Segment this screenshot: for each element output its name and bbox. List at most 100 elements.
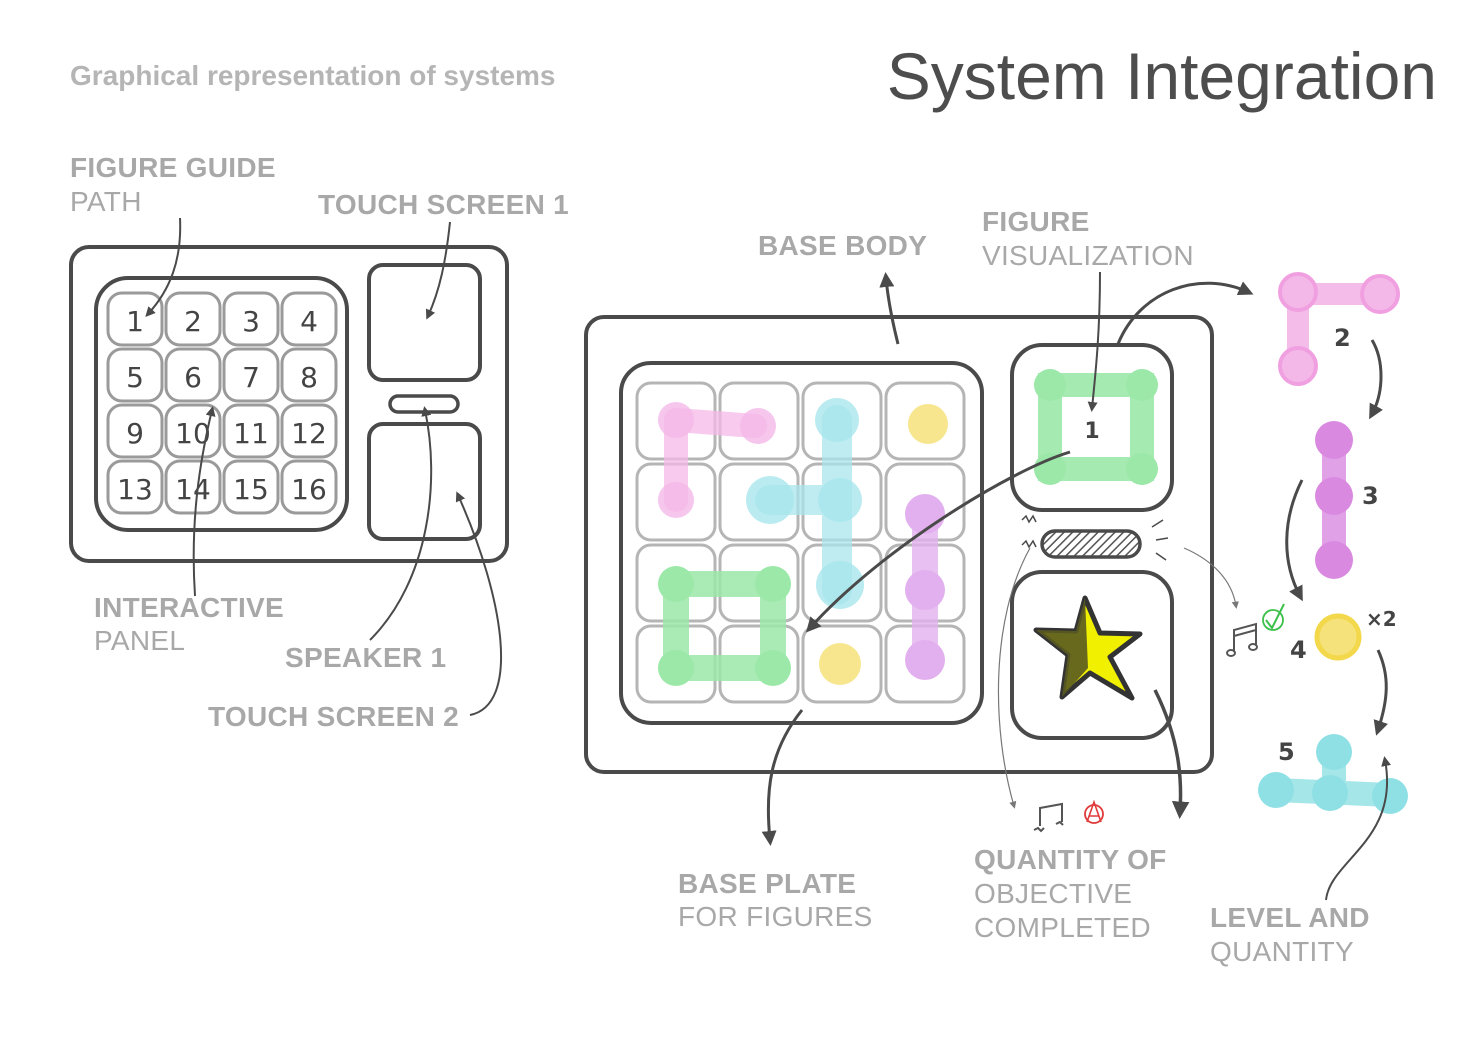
- interactive-panel-arrow: [192, 406, 216, 597]
- left-device-body: [69, 245, 509, 563]
- panel-cell-number: 12: [291, 417, 327, 450]
- sound-lines: [1021, 514, 1169, 561]
- panel-cell[interactable]: [164, 291, 222, 347]
- panel-cell[interactable]: [164, 347, 222, 403]
- level-3-figure: [1315, 421, 1353, 579]
- level-5-figure: [1258, 734, 1408, 814]
- quantity-objective-label: QUANTITY OF: [974, 844, 1167, 875]
- panel-cell[interactable]: [222, 403, 280, 459]
- panel-cell-number: 3: [242, 305, 260, 338]
- panel-cell-number: 15: [233, 473, 269, 506]
- base-plate-label: BASE PLATE: [678, 868, 857, 899]
- figure-guide-sublabel: PATH: [70, 186, 142, 217]
- level-quantity-label: LEVEL AND: [1210, 902, 1370, 933]
- visualized-green-figure: [1034, 369, 1158, 485]
- broken-music-note-icon: [1033, 802, 1064, 833]
- panel-cell-number: 13: [117, 473, 153, 506]
- level-sequence: 2 3 4 ×2 5: [1033, 272, 1408, 901]
- quantity-arrow: [1153, 689, 1190, 819]
- touch-screen-2-arrow: [455, 491, 503, 716]
- checkmark-icon: [1262, 603, 1285, 631]
- touch-screen-1-label: TOUCH SCREEN 1: [318, 189, 570, 220]
- panel-cell[interactable]: [280, 459, 338, 515]
- panel-cell[interactable]: [222, 291, 280, 347]
- to-level-arrow: [1116, 281, 1254, 345]
- star-icon: [1033, 595, 1143, 701]
- figure-visualization-arrow: [1087, 271, 1101, 412]
- panel-cell[interactable]: [280, 403, 338, 459]
- panel-cell-number: 1: [126, 305, 144, 338]
- speaker-arrow: [369, 406, 433, 641]
- right-device: 1: [584, 271, 1254, 846]
- yellow-dot-top: [908, 404, 948, 444]
- figure-guide-arrow: [145, 217, 182, 317]
- music-note-icon: [1226, 622, 1258, 657]
- panel-cell[interactable]: [164, 459, 222, 515]
- interactive-panel-label: INTERACTIVE: [94, 592, 284, 623]
- figure-visualization-sublabel: VISUALIZATION: [982, 240, 1194, 271]
- figure-number: 1: [1084, 419, 1099, 444]
- yellow-dot-bottom: [819, 643, 861, 685]
- objective-screen: [1010, 570, 1174, 740]
- panel-cell-number: 10: [175, 417, 211, 450]
- speaker-2: [1040, 529, 1142, 559]
- level-3-to-4-arrow: [1285, 479, 1304, 602]
- green-figure: [658, 566, 791, 686]
- level-quantity-arrow: [1325, 756, 1392, 901]
- base-body: [584, 315, 1214, 774]
- sound-success-arrow: [1183, 547, 1239, 609]
- interactive-panel: [94, 276, 349, 532]
- base-plate-sublabel: FOR FIGURES: [678, 901, 873, 932]
- plate-cell: [884, 381, 966, 461]
- cyan-figure: [746, 398, 864, 609]
- panel-cell[interactable]: [106, 459, 164, 515]
- level-2-number: 2: [1334, 324, 1351, 352]
- panel-cell[interactable]: [222, 459, 280, 515]
- panel-cell[interactable]: [222, 347, 280, 403]
- touch-screen-1: [367, 263, 482, 382]
- panel-cell-number: 7: [242, 361, 260, 394]
- touch-screen-1-arrow: [425, 221, 451, 320]
- level-5-number: 5: [1278, 738, 1295, 766]
- panel-cell[interactable]: [106, 403, 164, 459]
- speaker-1: [388, 394, 460, 414]
- panel-cell-number: 5: [126, 361, 144, 394]
- no-symbol-icon: [1084, 799, 1104, 824]
- panel-cell[interactable]: [106, 347, 164, 403]
- panel-cell-number: 14: [175, 473, 211, 506]
- panel-cell[interactable]: [280, 347, 338, 403]
- panel-cell-number: 8: [300, 361, 318, 394]
- figure-visualization-label: FIGURE: [982, 206, 1090, 237]
- speaker-1-label: SPEAKER 1: [285, 642, 447, 673]
- level-4-multiplier: ×2: [1366, 607, 1397, 631]
- level-4-to-5-arrow: [1373, 649, 1388, 736]
- quantity-objective-sublabel-1: OBJECTIVE: [974, 878, 1133, 909]
- subtitle: Graphical representation of systems: [70, 60, 556, 91]
- base-body-arrow: [879, 272, 900, 345]
- figure-guide-label: FIGURE GUIDE: [70, 152, 276, 183]
- interactive-panel-sublabel: PANEL: [94, 625, 186, 656]
- level-2-figure: [1278, 272, 1400, 386]
- base-plate-arrow: [761, 709, 804, 846]
- base-plate: [619, 361, 984, 725]
- plate-cell: [801, 624, 883, 704]
- panel-cell-number: 16: [291, 473, 327, 506]
- panel-cell-number: 6: [184, 361, 202, 394]
- panel-cell[interactable]: [280, 291, 338, 347]
- level-4-number: 4: [1290, 636, 1307, 664]
- pink-figure: [658, 402, 776, 518]
- sound-fail-arrow: [997, 547, 1031, 809]
- panel-cell-number: 4: [300, 305, 318, 338]
- panel-cell[interactable]: [106, 291, 164, 347]
- level-3-number: 3: [1362, 482, 1379, 510]
- panel-cell-number: 9: [126, 417, 144, 450]
- panel-cell-number: 11: [233, 417, 269, 450]
- figure-to-plate-arrow: [805, 450, 1071, 633]
- panel-cell[interactable]: [164, 403, 222, 459]
- level-quantity-sublabel: QUANTITY: [1210, 936, 1354, 967]
- figure-visualization-screen: [1010, 343, 1174, 512]
- level-4-figure: [1314, 613, 1362, 661]
- base-body-label: BASE BODY: [758, 230, 928, 261]
